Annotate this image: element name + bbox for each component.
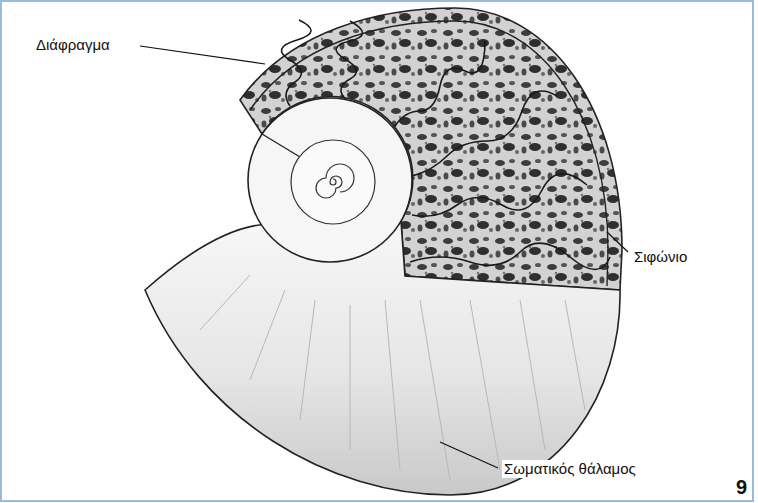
septate-region — [240, 8, 622, 290]
protoconch-spiral — [316, 164, 354, 198]
body-chamber — [145, 221, 620, 495]
part-label: Σωματικός θάλαμος — [502, 460, 638, 478]
whorl-cut — [262, 134, 305, 160]
inner-whorl-2 — [291, 140, 375, 224]
part-label: Σιφώνιο — [632, 248, 689, 266]
inner-whorl — [248, 98, 412, 262]
part-label: Διάφραγμα — [34, 36, 112, 54]
leader-lines — [140, 46, 628, 468]
figure-number: 9 — [734, 475, 749, 499]
growth-lines — [200, 275, 585, 480]
